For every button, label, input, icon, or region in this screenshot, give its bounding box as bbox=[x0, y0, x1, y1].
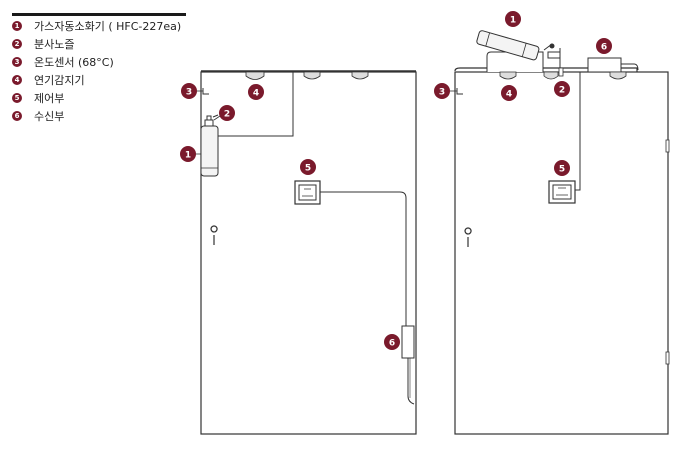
callout-badge: 6 bbox=[596, 38, 612, 54]
right-valve-knob bbox=[549, 43, 555, 49]
right-control-unit bbox=[548, 180, 576, 204]
callout-number: 2 bbox=[224, 110, 230, 120]
right-control-unit-panel bbox=[552, 184, 572, 200]
left-smoke-detector bbox=[303, 71, 321, 80]
callout-badge: 3 bbox=[434, 83, 450, 99]
callouts: 3 4 2 1 5 6 1 6 bbox=[180, 11, 612, 350]
callout-badge: 4 bbox=[248, 84, 264, 100]
right-extinguisher-cylinder bbox=[476, 30, 540, 61]
right-nozzle bbox=[558, 67, 564, 77]
right-top-pipe bbox=[454, 67, 638, 72]
callout-badge: 3 bbox=[181, 83, 197, 99]
left-receiver bbox=[401, 325, 415, 359]
callout-number: 4 bbox=[506, 90, 512, 100]
legend-marker-1: 1 bbox=[12, 21, 22, 31]
right-door-hinge bbox=[665, 351, 670, 365]
callout-number: 3 bbox=[186, 88, 192, 98]
callout-number: 5 bbox=[305, 164, 311, 174]
right-cabinet-body bbox=[454, 71, 669, 435]
callout-leader bbox=[213, 115, 221, 121]
callout-number: 3 bbox=[439, 88, 445, 98]
right-door-lock bbox=[464, 227, 472, 247]
right-temp-sensor bbox=[456, 88, 463, 95]
right-receiver bbox=[587, 57, 622, 73]
legend-label: 연기감지기 bbox=[34, 74, 85, 87]
callout-number: 4 bbox=[253, 89, 259, 99]
left-cable bbox=[320, 191, 407, 326]
right-smoke-detector bbox=[499, 71, 517, 80]
callout-badge: 4 bbox=[501, 85, 517, 101]
legend-item-nozzle: 2 분사노즐 bbox=[12, 36, 74, 52]
legend-label: 온도센서 (68°C) bbox=[34, 56, 114, 69]
legend-marker-6: 6 bbox=[12, 111, 22, 121]
legend-marker-5: 5 bbox=[12, 93, 22, 103]
right-cabinet bbox=[454, 30, 670, 435]
left-cabinet-body bbox=[200, 71, 417, 435]
callout-number: 1 bbox=[185, 151, 191, 161]
callout-number: 5 bbox=[559, 165, 565, 175]
legend: 1 가스자동소화기 ( HFC-227ea) 2 분사노즐 3 온도센서 (68… bbox=[0, 0, 200, 130]
legend-item-control-unit: 5 제어부 bbox=[12, 90, 64, 106]
legend-label: 가스자동소화기 ( HFC-227ea) bbox=[34, 20, 182, 33]
right-control-unit-display bbox=[556, 187, 568, 196]
callout-badge: 2 bbox=[219, 105, 235, 121]
right-smoke-detector bbox=[609, 71, 627, 80]
right-receiver-cable bbox=[621, 63, 639, 71]
legend-marker-4: 4 bbox=[12, 75, 22, 85]
left-control-unit-panel bbox=[298, 184, 317, 201]
legend-marker-3: 3 bbox=[12, 57, 22, 67]
legend-label: 분사노즐 bbox=[34, 38, 75, 51]
callout-number: 1 bbox=[510, 16, 516, 26]
legend-item-receiver: 6 수신부 bbox=[12, 108, 64, 124]
legend-item-temp-sensor: 3 온도센서 (68°C) bbox=[12, 54, 114, 70]
legend-item-smoke-detector: 4 연기감지기 bbox=[12, 72, 85, 88]
callout-badge: 5 bbox=[300, 159, 316, 175]
callout-badge: 1 bbox=[180, 146, 196, 162]
callout-badge: 6 bbox=[384, 334, 400, 350]
legend-item-extinguisher: 1 가스자동소화기 ( HFC-227ea) bbox=[12, 18, 181, 34]
left-door-lock bbox=[210, 225, 218, 245]
legend-label: 수신부 bbox=[34, 110, 65, 123]
right-door-hinge bbox=[665, 139, 670, 153]
left-receiver-cable bbox=[407, 358, 415, 405]
left-smoke-detector bbox=[245, 71, 265, 80]
legend-label: 제어부 bbox=[34, 92, 65, 105]
left-temp-sensor bbox=[202, 88, 209, 95]
legend-rule bbox=[12, 13, 186, 16]
right-cable bbox=[575, 72, 581, 191]
callout-number: 6 bbox=[601, 43, 607, 53]
callout-number: 6 bbox=[389, 339, 395, 349]
callout-badge: 2 bbox=[554, 81, 570, 97]
left-smoke-detector bbox=[351, 71, 369, 80]
callout-badge: 5 bbox=[554, 160, 570, 176]
callout-badge: 1 bbox=[505, 11, 521, 27]
right-smoke-detector bbox=[543, 71, 559, 80]
callout-number: 2 bbox=[559, 86, 565, 96]
legend-marker-2: 2 bbox=[12, 39, 22, 49]
left-control-unit-display bbox=[302, 188, 313, 197]
left-extinguisher-cylinder bbox=[200, 125, 219, 177]
left-extinguisher-valve bbox=[204, 114, 219, 126]
left-cabinet bbox=[200, 70, 417, 435]
